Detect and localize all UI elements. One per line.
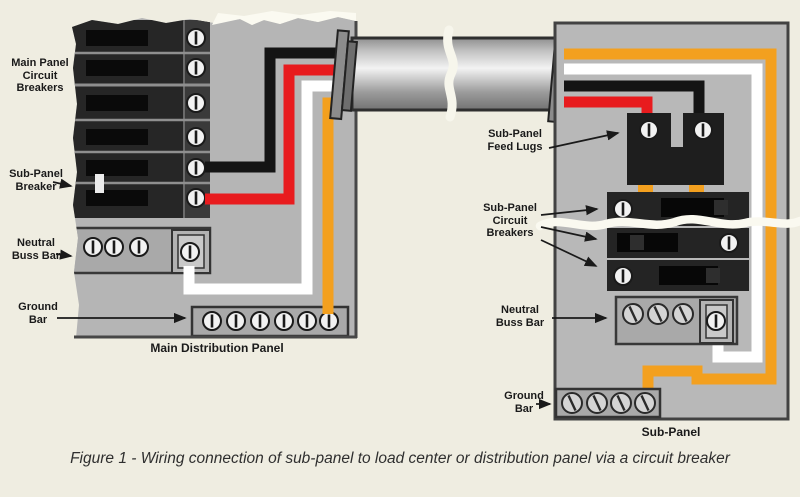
sub-panel-break-mark: [535, 214, 800, 231]
figure-caption: Figure 1 - Wiring connection of sub-pane…: [70, 450, 730, 467]
conduit: [329, 25, 575, 124]
sub-panel: [535, 21, 800, 421]
label-ground-bar-left: Ground Bar: [18, 301, 58, 326]
sub-panel-feeder-wires: [564, 48, 777, 395]
main-panel-breaker-column: [72, 20, 210, 218]
arrow-neutral-buss-bar-left: [55, 249, 73, 260]
label-neutral-buss-bar-left: Neutral Buss Bar: [11, 237, 61, 262]
wire-white-neutral: [564, 63, 763, 363]
wire-black-hot: [564, 80, 705, 118]
sub-panel-ground-bar: [554, 387, 662, 419]
label-ground-bar-right: Ground Bar: [504, 390, 544, 415]
main-panel-title: Main Distribution Panel: [150, 341, 284, 355]
label-neutral-buss-bar-right: Neutral Buss Bar: [495, 304, 545, 329]
sub-panel-neutral-buss-bar: [614, 295, 739, 346]
sub-panel-circuit-breakers: [607, 192, 749, 291]
callout-arrows: [52, 130, 620, 410]
conduit-connector-left: [329, 29, 359, 121]
label-sub-panel-feed-lugs: Sub-Panel Feed Lugs: [487, 128, 543, 153]
label-sub-panel-circuit-breakers: Sub-Panel Circuit Breakers: [483, 202, 537, 239]
torn-paper-edge: [212, 11, 356, 25]
sub-panel-breaker-3: [607, 260, 749, 291]
arrow-sub-breaker-1: [540, 205, 599, 216]
wire-red-hot: [564, 96, 653, 118]
breaker-toggles: [86, 30, 148, 206]
buss-strap: [638, 185, 653, 196]
wire-orange-ground: [564, 48, 777, 395]
wire-white-neutral: [183, 80, 350, 295]
buss-strap: [689, 185, 704, 196]
conduit-break-mark: [443, 25, 458, 122]
label-main-panel-circuit-breakers: Main Panel Circuit Breakers: [11, 57, 69, 94]
sub-panel-breaker-2: [607, 228, 749, 258]
arrow-sub-panel-breaker: [52, 178, 73, 189]
label-sub-panel-breaker: Sub-Panel Breaker: [9, 168, 63, 193]
arrow-sub-breaker-3: [540, 239, 598, 267]
wire-black-hot: [205, 47, 350, 173]
sub-panel-feed-lugs: [627, 113, 724, 196]
arrow-feed-lugs: [548, 130, 620, 149]
arrow-sub-breaker-2: [540, 226, 598, 242]
main-panel-ground-bar: [190, 305, 350, 338]
sub-panel-title: Sub-Panel: [641, 425, 701, 439]
wire-red-hot: [205, 64, 350, 205]
sub-panel-breaker-handle-tie: [95, 174, 104, 193]
